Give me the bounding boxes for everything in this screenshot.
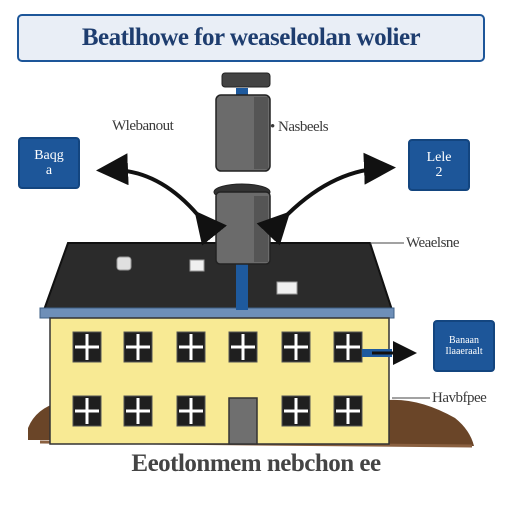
window-panes-bottom (75, 398, 360, 424)
pipe-lower (236, 262, 248, 310)
badge-right-line2: 2 (435, 165, 443, 180)
label-top-left: Wlebanout (112, 118, 174, 134)
title-text: Beatlhowe for weaseleolan wolier (81, 24, 421, 51)
badge-wall-line2: Ilaaeraalt (445, 346, 483, 357)
chimney-upper-shade (254, 97, 268, 169)
arrow-left (96, 153, 228, 246)
soil-right (388, 399, 474, 446)
badge-right: Lele 2 (408, 139, 470, 191)
label-roof-right: Weaelsne (406, 235, 460, 251)
label-wall-right: Havbfpee (432, 390, 487, 406)
badge-left-line2: a (45, 163, 53, 178)
roof-eave (39, 307, 395, 319)
roof-vent-2 (189, 259, 205, 272)
title-banner: Beatlhowe for weaseleolan wolier (17, 14, 485, 62)
bottom-caption: Eeotlonmem nebchon ee (131, 450, 381, 477)
window-panes-top (75, 334, 360, 360)
badge-right-line1: Lele (426, 149, 452, 165)
chimney-top-cap (221, 72, 271, 88)
badge-wall: Banaan Ilaaeraalt (433, 320, 495, 372)
badge-left: Baqg a (18, 137, 80, 189)
badge-wall-line1: Banaan (449, 335, 479, 346)
house-wall (49, 317, 390, 445)
badge-left-line1: Baqg (34, 147, 64, 163)
roof-vent-1 (116, 256, 132, 271)
label-top-right: • Nasbeels (270, 119, 329, 135)
front-door (228, 397, 258, 445)
arrow-right (256, 152, 396, 246)
roof-vent-3 (276, 281, 298, 295)
chimney-lower-shade (254, 196, 268, 262)
